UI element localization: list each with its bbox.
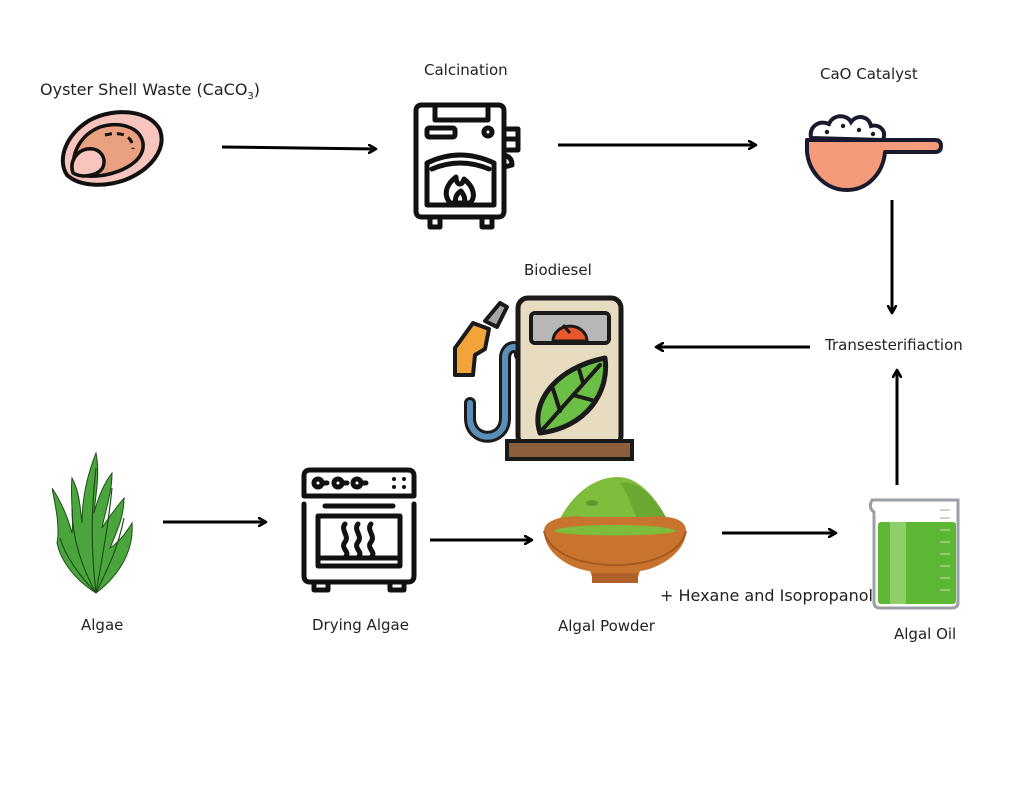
- oven-icon: [301, 467, 417, 593]
- label-oyster-subscript: 3: [247, 91, 254, 103]
- label-oyster-end: ): [253, 80, 261, 99]
- arrow-oyster-to-calcination: [221, 147, 376, 149]
- label-transesterification: Transesterifiaction: [825, 336, 963, 354]
- label-oyster-shell-waste: Oyster Shell Waste (CaCO3): [40, 80, 260, 102]
- fuel-pump-leaf-icon: [453, 295, 634, 461]
- label-drying-algae: Drying Algae: [312, 616, 409, 634]
- measuring-scoop-icon: [805, 114, 943, 192]
- label-oyster-text: Oyster Shell Waste (CaCO: [40, 80, 248, 99]
- seaweed-icon: [52, 451, 133, 594]
- label-algal-powder: Algal Powder: [558, 617, 655, 635]
- label-biodiesel: Biodiesel: [524, 261, 592, 279]
- powder-bowl-icon: [543, 477, 687, 583]
- label-calcination: Calcination: [424, 61, 508, 79]
- label-algae: Algae: [81, 616, 124, 634]
- beaker-icon: [868, 498, 960, 610]
- label-solvent: + Hexane and Isopropanol: [660, 586, 873, 605]
- oyster-shell-icon: [60, 110, 164, 187]
- label-cao-catalyst: CaO Catalyst: [820, 65, 918, 83]
- label-algal-oil: Algal Oil: [894, 625, 957, 643]
- furnace-icon: [413, 102, 521, 230]
